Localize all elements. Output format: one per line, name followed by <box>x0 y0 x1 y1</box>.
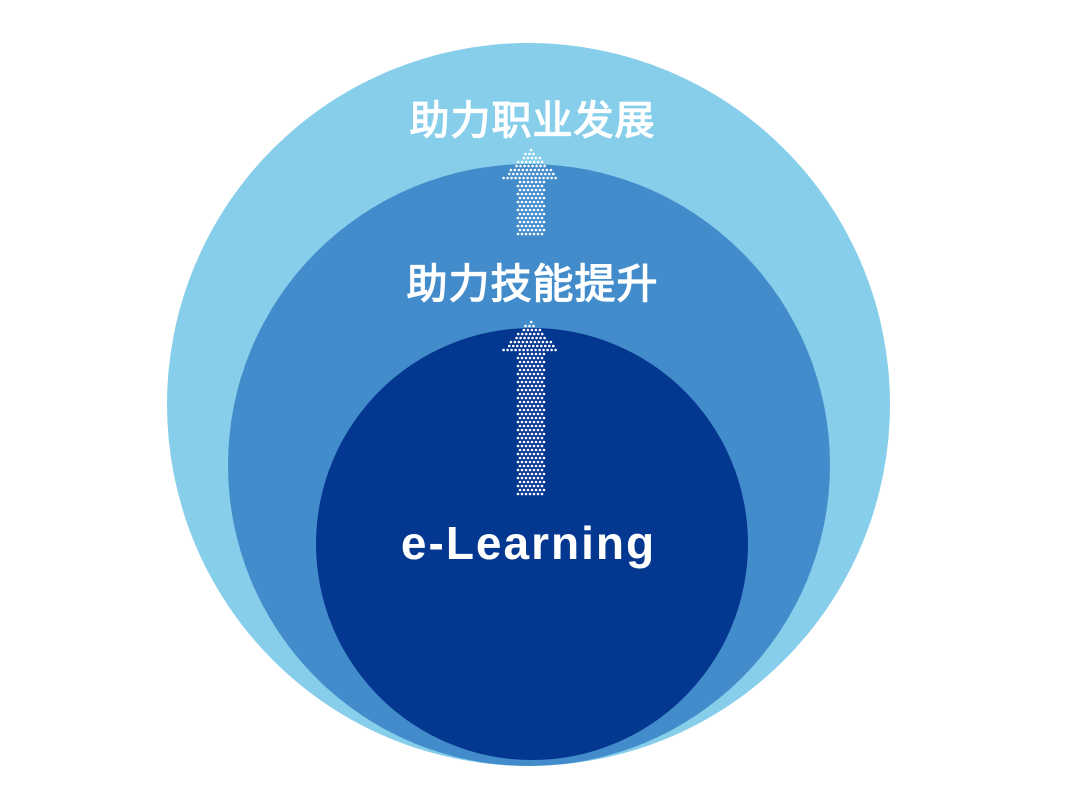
inner-circle <box>316 328 748 760</box>
lower-up-arrow-icon <box>502 320 557 496</box>
career-development-label: 助力职业发展 <box>409 98 656 144</box>
upper-up-arrow-icon <box>502 148 557 236</box>
e-learning-label: e-Learning <box>400 517 657 569</box>
skill-improvement-label: 助力技能提升 <box>406 260 659 308</box>
